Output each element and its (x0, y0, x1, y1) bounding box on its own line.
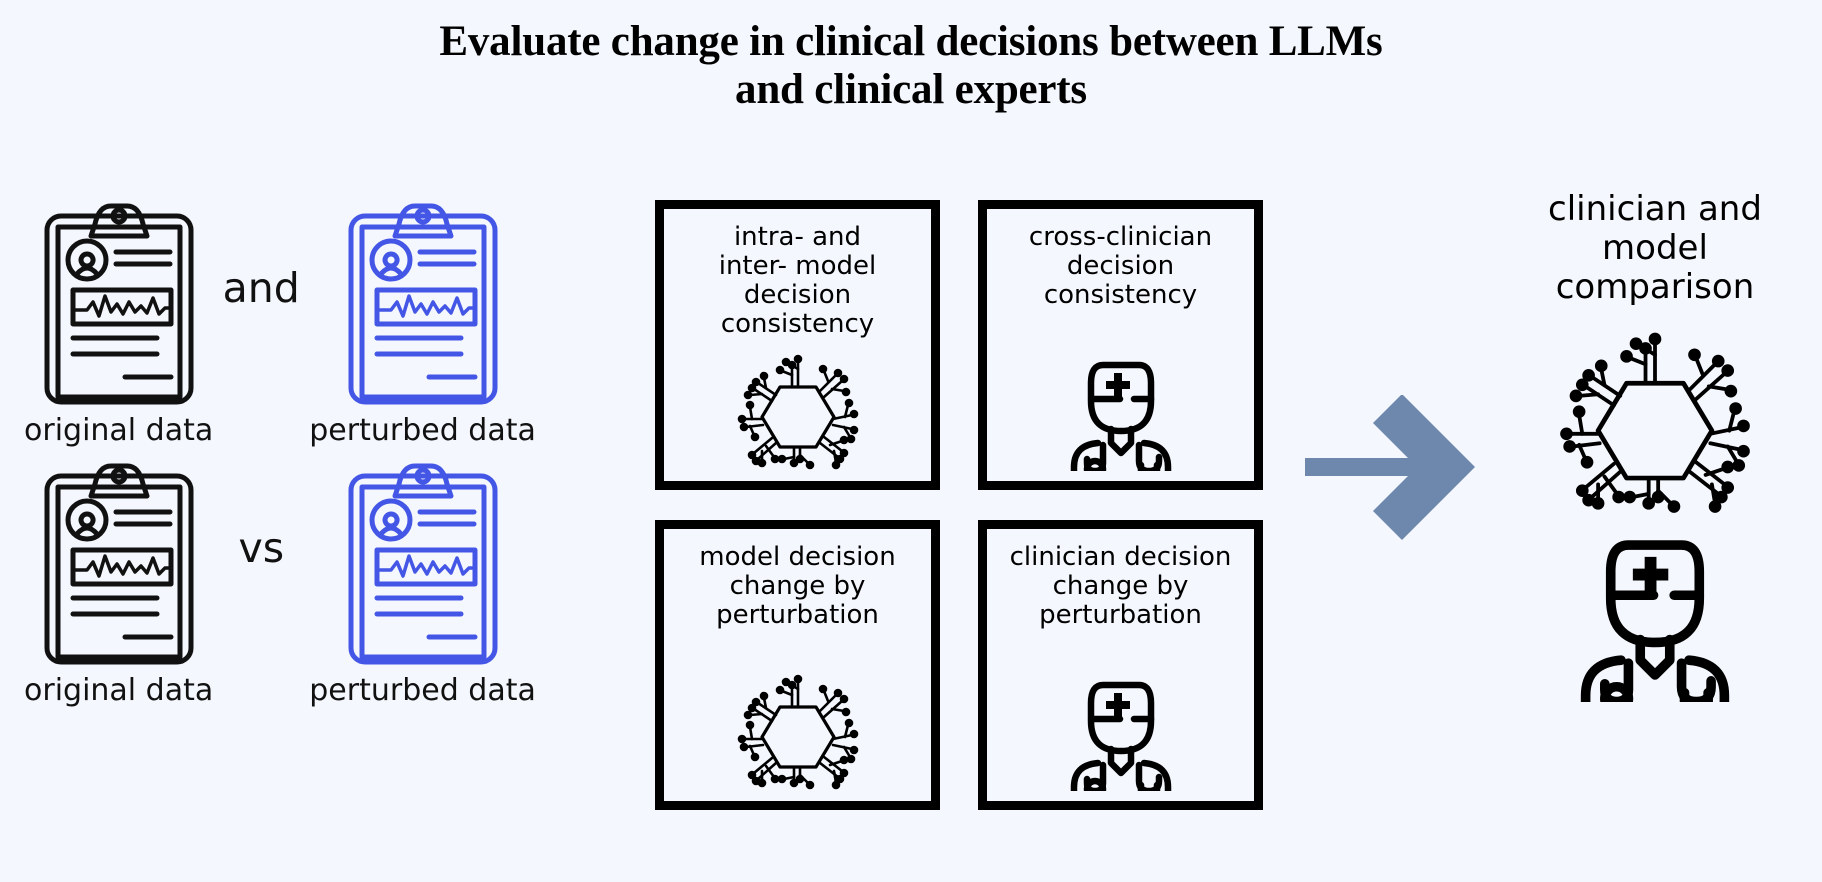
perturbed-data-cell-1: perturbed data (309, 192, 536, 448)
doctor-icon (1058, 667, 1184, 809)
box-cross-clinician-label: cross-clinician decision consistency (1028, 222, 1213, 311)
perturbed-data-label-1: perturbed data (309, 413, 536, 448)
perturbed-data-cell-2: perturbed data (309, 452, 536, 708)
perturbed-data-label-2: perturbed data (309, 673, 536, 708)
right-panel-title: clinician and model comparison (1548, 189, 1762, 307)
original-data-cell-2: original data (24, 452, 213, 708)
box-model-decision-change[interactable]: model decision change by perturbation (655, 520, 940, 810)
box-clinician-decision-change[interactable]: clinician decision change by perturbatio… (978, 520, 1263, 810)
ai-hexagon-chip-icon (732, 347, 864, 475)
clipboard-perturbed-icon-2 (348, 463, 498, 665)
doctor-icon (1562, 518, 1748, 728)
right-summary-panel: clinician and model comparison (1490, 189, 1820, 728)
original-data-label-2: original data (24, 673, 214, 708)
box-intra-inter-model-label: intra- and inter- model decision consist… (718, 222, 877, 340)
page-title: Evaluate change in clinical decisions be… (0, 18, 1822, 114)
right-arrow-icon (1305, 394, 1475, 544)
box-cross-clinician[interactable]: cross-clinician decision consistency (978, 200, 1263, 490)
ai-hexagon-chip-icon (732, 667, 864, 795)
box-intra-inter-model[interactable]: intra- and inter- model decision consist… (655, 200, 940, 490)
page-title-line-2: and clinical experts (735, 66, 1087, 114)
box-clinician-decision-change-label: clinician decision change by perturbatio… (1009, 542, 1232, 631)
original-data-cell-1: original data (24, 192, 213, 448)
data-comparison-row-vs: original data vs perturbed data (24, 452, 536, 708)
conjunction-and: and (222, 264, 300, 312)
clipboard-perturbed-icon-1 (348, 203, 498, 405)
original-data-label-1: original data (24, 413, 214, 448)
doctor-icon (1058, 347, 1184, 489)
clipboard-original-icon-1 (44, 203, 194, 405)
ai-hexagon-chip-icon (1549, 320, 1761, 520)
page-title-line-1: Evaluate change in clinical decisions be… (439, 18, 1383, 65)
evaluation-box-grid: intra- and inter- model decision consist… (655, 200, 1263, 810)
conjunction-vs: vs (238, 524, 285, 572)
data-comparison-row-and: original data and perturbed data (24, 192, 536, 448)
box-model-decision-change-label: model decision change by perturbation (699, 542, 896, 631)
clipboard-original-icon-2 (44, 463, 194, 665)
